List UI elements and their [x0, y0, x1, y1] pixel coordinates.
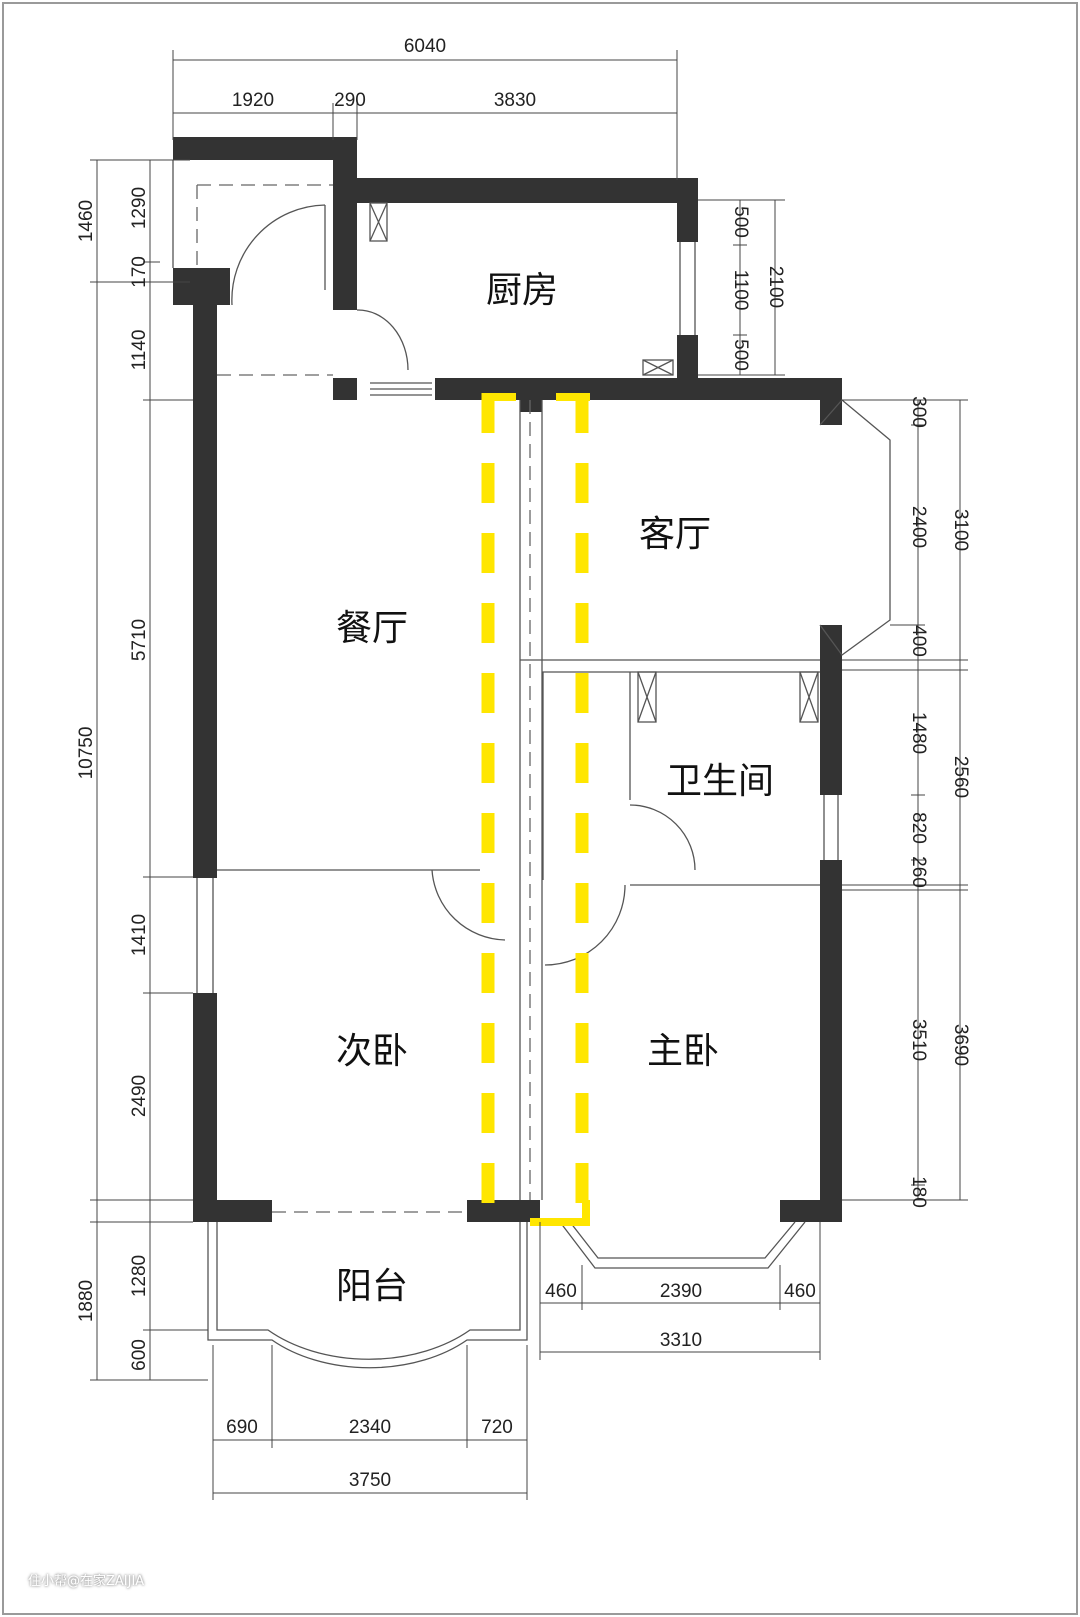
dim-kitchen-a: 500: [730, 206, 751, 238]
dashed-openings: [196, 184, 531, 1213]
dim-balc-c: 720: [481, 1417, 513, 1438]
room-kitchen: 厨房: [486, 270, 558, 311]
dim-left-g: 1280: [129, 1255, 150, 1297]
dim-right-outer-a: 3100: [950, 509, 971, 551]
dim-right-a: 300: [908, 396, 929, 428]
dim-kitchen-c: 500: [730, 339, 751, 371]
room-living: 客厅: [639, 514, 711, 555]
dim-left-a: 1290: [129, 187, 150, 229]
dim-left-b: 170: [129, 256, 150, 288]
dim-right-outer-c: 3690: [950, 1024, 971, 1066]
dim-right-g: 3510: [908, 1019, 929, 1061]
dim-balc-total: 3750: [349, 1470, 391, 1491]
dim-left-outer-b: 10750: [76, 727, 97, 780]
dimension-lines: [90, 50, 968, 1500]
dim-left-h: 600: [129, 1339, 150, 1371]
dimension-labels: 6040 1920 290 3830 1460 10750 1880 1290 …: [76, 36, 971, 1491]
interior-lines: [172, 160, 891, 1369]
room-dining: 餐厅: [336, 608, 408, 649]
dim-kitchen-total: 2100: [765, 266, 786, 308]
dim-top-a: 1920: [232, 90, 274, 111]
dim-left-e: 1410: [129, 914, 150, 956]
dim-left-c: 1140: [129, 330, 150, 371]
dim-left-outer-c: 1880: [76, 1280, 97, 1322]
room-bathroom: 卫生间: [666, 761, 774, 802]
dim-bay-total: 3310: [660, 1330, 702, 1351]
dim-right-outer-b: 2560: [950, 756, 971, 798]
dim-right-h: 180: [908, 1176, 929, 1208]
room-second-bedroom: 次卧: [336, 1031, 408, 1072]
dim-bay-b: 2390: [660, 1281, 702, 1302]
dim-left-f: 2490: [129, 1075, 150, 1117]
room-labels: 厨房 客厅 餐厅 卫生间 次卧 主卧 阳台: [336, 270, 774, 1307]
dim-right-d: 1480: [908, 712, 929, 754]
dim-right-c: 400: [908, 625, 929, 657]
yellow-highlight-lines: [481, 393, 590, 1226]
dim-top-b: 290: [334, 90, 366, 111]
walls: [173, 137, 842, 1222]
dim-bay-a: 460: [545, 1281, 577, 1302]
dim-kitchen-b: 1100: [730, 270, 751, 311]
dim-left-outer-a: 1460: [76, 200, 97, 242]
dim-top-total: 6040: [404, 36, 446, 57]
room-balcony: 阳台: [336, 1266, 408, 1307]
dim-balc-b: 2340: [349, 1417, 391, 1438]
dim-right-b: 2400: [908, 506, 929, 548]
dim-top-c: 3830: [494, 90, 536, 111]
dim-left-d: 5710: [129, 619, 150, 661]
dim-balc-a: 690: [226, 1417, 258, 1438]
dim-right-e: 820: [908, 812, 929, 844]
dim-bay-c: 460: [784, 1281, 816, 1302]
room-master-bedroom: 主卧: [647, 1031, 719, 1072]
dim-right-f: 260: [908, 856, 929, 888]
watermark: 住小帮@在家ZAIJIA: [28, 1574, 145, 1589]
